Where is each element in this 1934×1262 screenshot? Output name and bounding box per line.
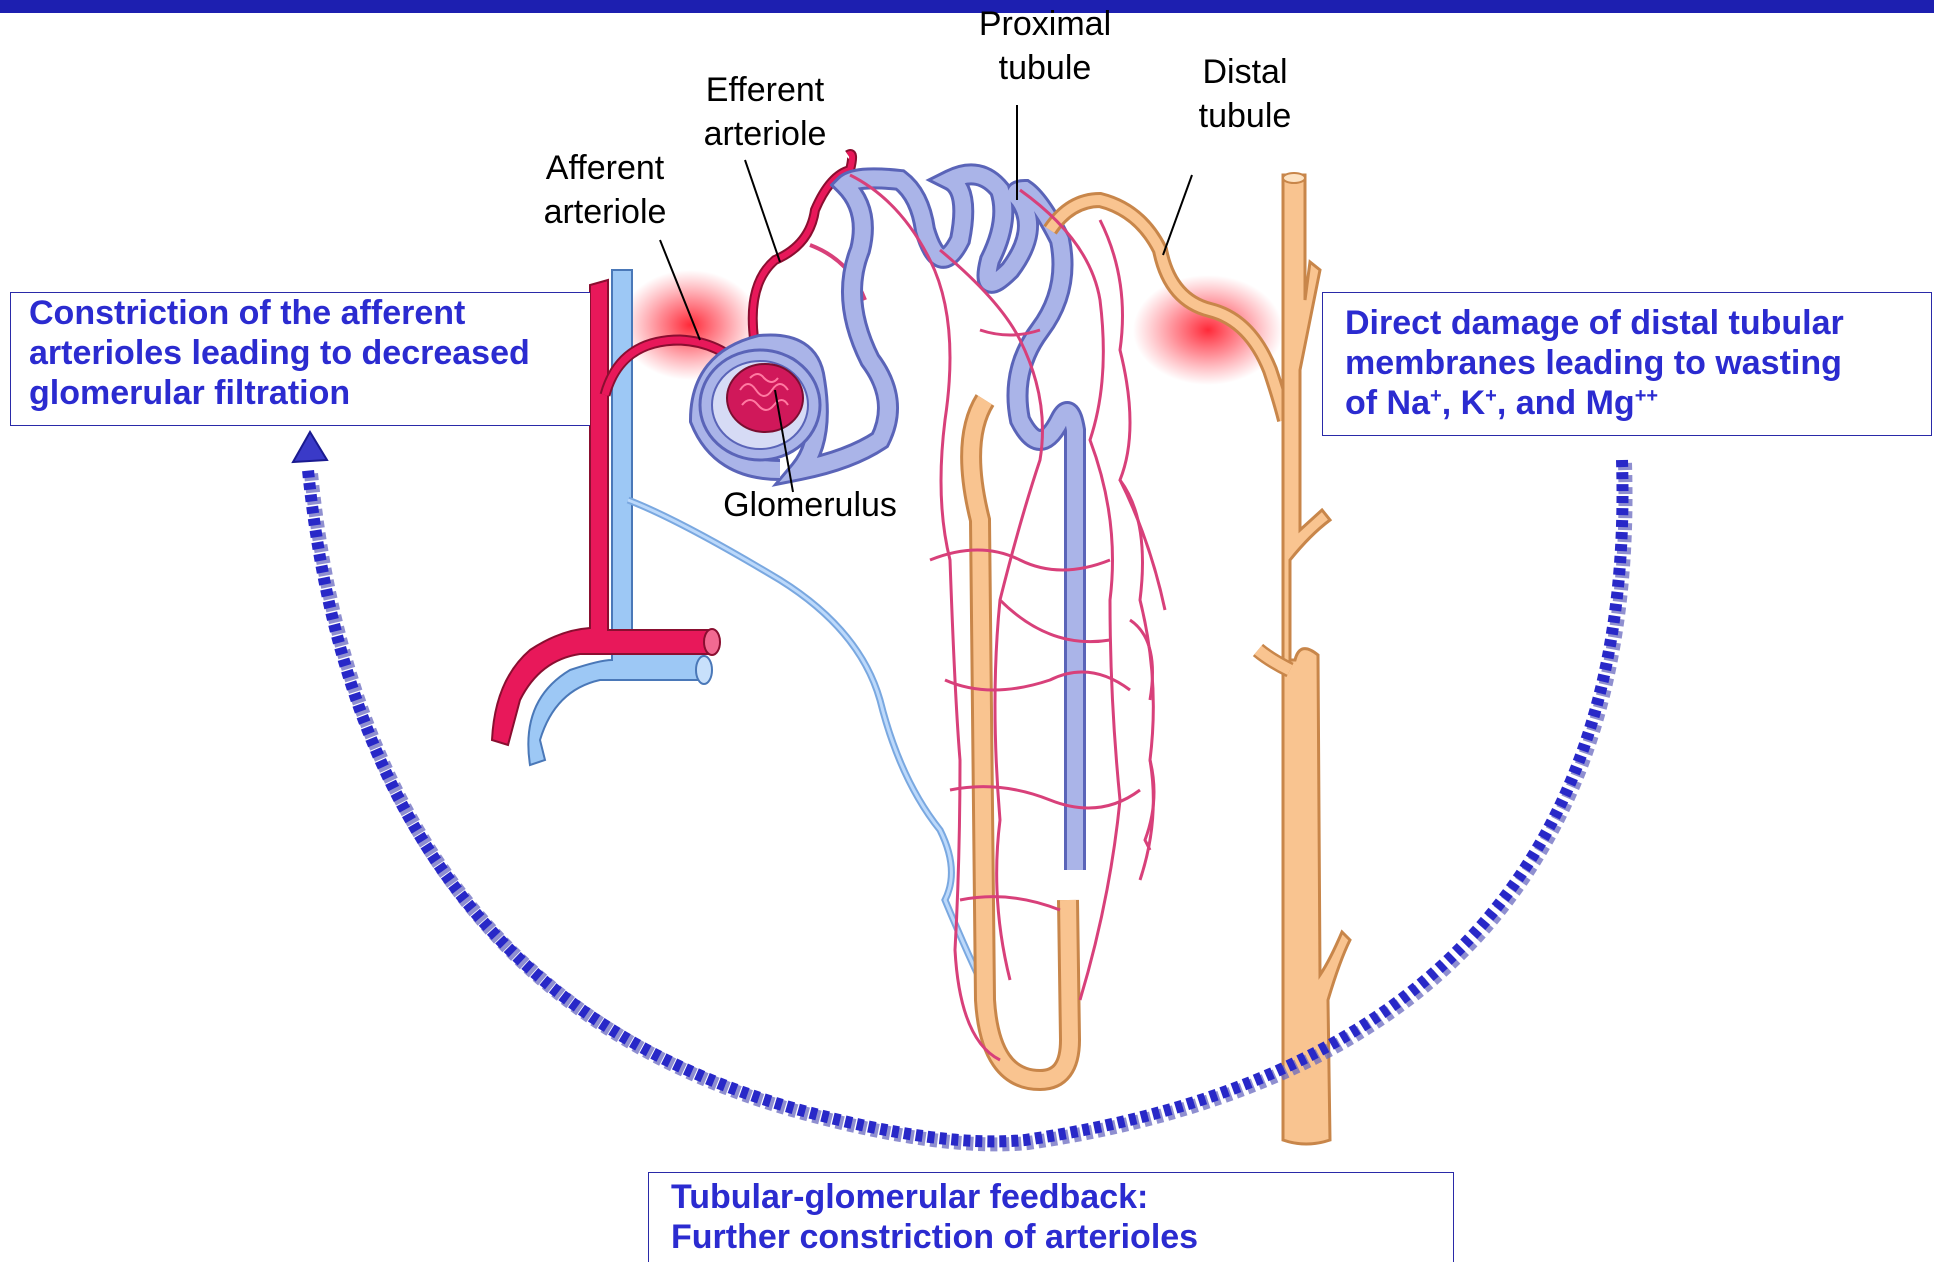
afferent-constriction-box: Constriction of the afferent arterioles …: [10, 292, 590, 426]
label-line: tubule: [1199, 97, 1292, 135]
feedback-arrowhead-icon: [293, 432, 327, 462]
ion-wasting-line: of Na+, K+, and Mg++: [1345, 383, 1931, 423]
distal-damage-glow: [1133, 275, 1283, 385]
label-afferent-arteriole: Afferent arteriole: [520, 146, 690, 234]
ion-text: of Na: [1345, 384, 1430, 422]
label-line: Distal: [1202, 53, 1287, 91]
label-efferent-arteriole: Efferent arteriole: [680, 68, 850, 156]
ion-text: , and Mg: [1497, 384, 1635, 422]
box-line: Direct damage of distal tubular: [1345, 303, 1931, 343]
box-line: Tubular-glomerular feedback:: [671, 1177, 1453, 1217]
peritubular-vein: [628, 500, 990, 1000]
label-line: Afferent: [546, 149, 664, 187]
ion-charge: +: [1430, 385, 1442, 407]
label-glomerulus: Glomerulus: [700, 483, 920, 527]
label-proximal-tubule: Proximal tubule: [960, 2, 1130, 90]
label-line: tubule: [999, 49, 1092, 87]
ion-charge: ++: [1635, 385, 1658, 407]
box-line: Constriction of the afferent: [29, 293, 590, 333]
label-distal-tubule: Distal tubule: [1160, 50, 1330, 138]
ion-charge: +: [1485, 385, 1497, 407]
box-line: arterioles leading to decreased: [29, 333, 590, 373]
ion-text: , K: [1442, 384, 1485, 422]
box-line: membranes leading to wasting: [1345, 343, 1931, 383]
label-line: arteriole: [704, 115, 827, 153]
box-line: glomerular filtration: [29, 373, 590, 413]
box-line: Further constriction of arterioles: [671, 1217, 1453, 1257]
peritubular-capillaries: [850, 175, 1165, 1060]
label-line: arteriole: [544, 193, 667, 231]
label-line: Efferent: [706, 71, 824, 109]
feedback-box: Tubular-glomerular feedback: Further con…: [648, 1172, 1454, 1262]
glomerulus: [727, 364, 803, 432]
loop-of-henle: [971, 400, 1070, 1080]
label-line: Proximal: [979, 5, 1111, 43]
distal-damage-box: Direct damage of distal tubular membrane…: [1322, 292, 1932, 436]
